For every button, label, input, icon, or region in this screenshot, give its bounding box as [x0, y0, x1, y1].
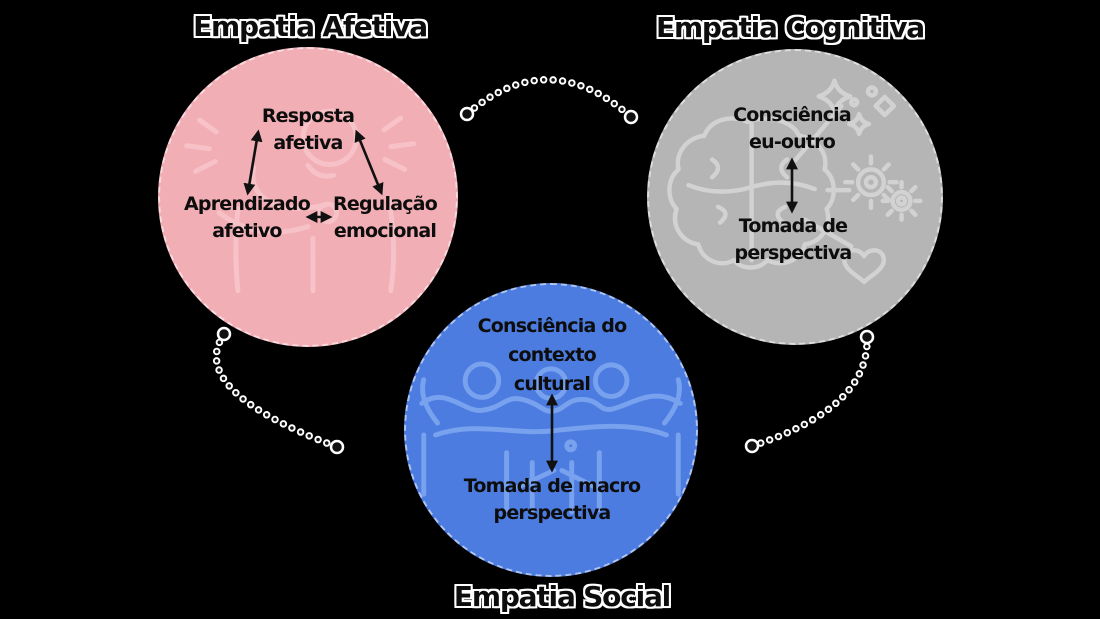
sparkles-icon — [816, 78, 897, 137]
gears-icon — [843, 154, 923, 222]
endpoint-dot — [623, 109, 639, 125]
label-line: perspectiva — [493, 502, 612, 524]
circle-empatia-afetiva — [158, 47, 458, 347]
person-head-icon — [592, 362, 630, 399]
title-empatia-afetiva: Empatia Afetiva — [193, 10, 428, 43]
label-line: Resposta — [261, 105, 355, 127]
label-line: Tomada de — [738, 215, 848, 237]
connector-arc-left-halo — [212, 330, 341, 451]
line-to-sparkles — [792, 104, 844, 163]
bodies-lines — [421, 432, 681, 515]
body-line-right — [386, 196, 397, 294]
person-head-icon — [462, 361, 502, 400]
caring-person-illustration — [184, 108, 417, 294]
line-to-heart — [802, 217, 854, 249]
label-consciencia-contexto-cultural: Consciência do contexto cultural — [478, 312, 627, 399]
raised-arm-left — [420, 377, 441, 426]
rays-left-icon — [184, 117, 219, 174]
endpoint-dot — [744, 438, 760, 454]
label-regulacao-emocional: Regulação emocional — [333, 191, 438, 245]
lower-arm-line — [433, 423, 669, 438]
lower-arm-line — [216, 210, 311, 235]
body-line-left — [233, 206, 241, 294]
raised-arm-right — [661, 377, 682, 426]
connector-arc-left — [214, 332, 339, 449]
label-line: eu-outro — [749, 131, 836, 153]
label-consciencia-eu-outro: Consciência eu-outro — [733, 102, 852, 156]
label-line: Consciência do — [477, 315, 627, 337]
label-aprendizado-afetivo: Aprendizado afetivo — [184, 191, 311, 245]
label-line: afetivo — [212, 220, 282, 242]
label-resposta-afetiva: Resposta afetiva — [261, 103, 355, 157]
label-line: Tomada de macro — [463, 475, 641, 497]
connector-arc-right — [750, 335, 869, 448]
connector-arc-top — [465, 78, 633, 119]
label-line: perspectiva — [734, 242, 853, 264]
title-empatia-social: Empatia Social — [453, 580, 671, 613]
label-line: contexto — [508, 344, 597, 366]
label-line: afetiva — [273, 132, 343, 154]
label-line: Regulação — [333, 193, 438, 215]
label-line: emocional — [333, 220, 437, 242]
connector-arc-right-halo — [748, 333, 871, 450]
person-chin-line — [305, 162, 337, 179]
label-line: Consciência — [733, 104, 852, 126]
title-empatia-cognitiva: Empatia Cognitiva — [656, 11, 925, 44]
heart-icon — [842, 248, 887, 285]
label-tomada-de-perspectiva: Tomada de perspectiva — [734, 213, 853, 267]
endpoint-dot — [329, 439, 345, 455]
label-tomada-macro-perspectiva: Tomada de macro perspectiva — [464, 473, 641, 527]
label-line: Aprendizado — [184, 193, 311, 215]
connector-arc-top-halo — [463, 76, 635, 121]
rays-right-icon — [381, 115, 417, 172]
endpoint-dot — [459, 106, 475, 122]
label-line: cultural — [513, 373, 591, 395]
